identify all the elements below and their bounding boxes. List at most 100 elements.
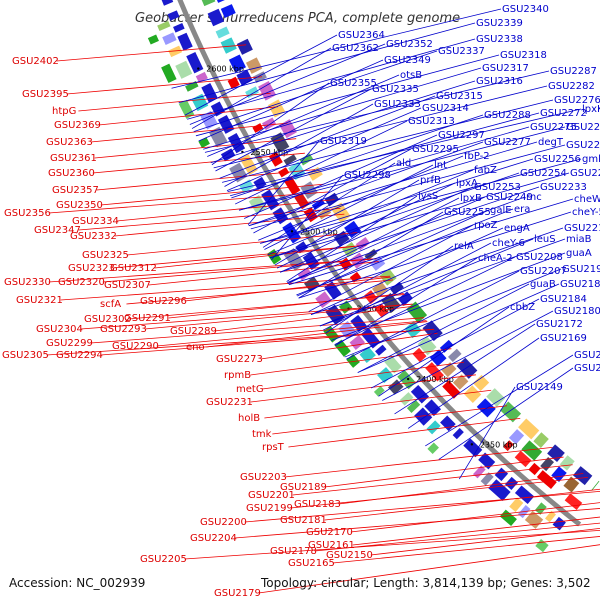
gene-feature bbox=[268, 151, 283, 167]
gene-feature bbox=[355, 237, 370, 251]
leader-line-right bbox=[438, 367, 574, 460]
gene-label-left: GSU2360 bbox=[48, 168, 95, 179]
gene-label-right: GSU2235 bbox=[570, 168, 600, 179]
gene-feature bbox=[534, 502, 547, 515]
gene-label-left: htpG bbox=[52, 106, 76, 117]
gene-feature bbox=[270, 132, 290, 153]
gene-label-right: fbP-2 bbox=[464, 151, 490, 162]
gene-feature bbox=[503, 440, 514, 452]
gene-label-right: GSU2339 bbox=[476, 18, 523, 29]
gene-label-left: GSU2363 bbox=[46, 137, 93, 148]
gene-label-right: GSU2254 bbox=[520, 168, 567, 179]
leader-line-left bbox=[156, 320, 427, 347]
leader-line-right bbox=[325, 245, 454, 334]
leader-line-left bbox=[350, 502, 600, 533]
gene-feature bbox=[360, 327, 381, 349]
gene-label-left: GSU2179 bbox=[214, 588, 261, 599]
gene-feature bbox=[441, 362, 457, 378]
gene-feature bbox=[369, 255, 386, 271]
gene-feature bbox=[427, 442, 439, 455]
gene-label-right: GSU2277 bbox=[484, 137, 531, 148]
gene-label-left: GSU2294 bbox=[56, 350, 103, 361]
gene-feature bbox=[551, 466, 567, 483]
gene-label-right: GSU2297 bbox=[438, 130, 485, 141]
gene-label-right: engA bbox=[504, 223, 530, 234]
kbp-tick-mark bbox=[197, 67, 200, 70]
leader-line-left bbox=[92, 152, 305, 174]
leader-line-right bbox=[458, 386, 516, 480]
gene-feature bbox=[217, 115, 235, 134]
gene-label-right: rpoZ bbox=[474, 220, 498, 231]
leader-line-left bbox=[94, 138, 297, 159]
leader-line-right bbox=[184, 34, 338, 116]
gene-feature bbox=[406, 399, 421, 413]
leader-line-left bbox=[116, 199, 335, 222]
leader-line-right bbox=[394, 323, 536, 415]
gene-feature bbox=[177, 32, 193, 51]
leader-line-left bbox=[90, 122, 288, 143]
gene-label-right: galE bbox=[490, 205, 512, 216]
leader-line-left bbox=[148, 261, 379, 286]
gene-feature bbox=[258, 81, 277, 101]
leader-line-right bbox=[210, 80, 476, 164]
gene-label-right: GSU2207 bbox=[520, 266, 567, 277]
gene-feature bbox=[452, 428, 464, 440]
gene-feature bbox=[440, 415, 456, 432]
leader-line-right bbox=[287, 197, 460, 285]
leader-line-right bbox=[357, 283, 560, 373]
gene-feature bbox=[390, 281, 404, 295]
leader-line-right bbox=[234, 120, 408, 205]
gene-label-right: GSU2169 bbox=[540, 333, 587, 344]
leader-line-right bbox=[407, 337, 540, 429]
gene-label-right: ald bbox=[396, 158, 411, 169]
gene-label-right: prfB bbox=[420, 175, 441, 186]
leader-line-right bbox=[203, 67, 482, 150]
gene-feature bbox=[208, 126, 228, 148]
gene-feature bbox=[414, 407, 433, 426]
gene-feature bbox=[228, 54, 246, 73]
gene-feature bbox=[284, 176, 301, 196]
leader-line-left bbox=[264, 389, 492, 419]
gene-feature bbox=[424, 399, 442, 417]
gene-feature bbox=[514, 485, 535, 505]
leader-line-right bbox=[271, 174, 344, 261]
leader-line-left bbox=[66, 76, 263, 95]
gene-feature bbox=[417, 336, 437, 356]
leader-line-right bbox=[287, 196, 486, 283]
kbp-tick-mark bbox=[470, 443, 474, 446]
kbp-tick-label: 2350 kbp bbox=[480, 440, 518, 449]
gene-feature bbox=[376, 367, 394, 384]
leader-line-left bbox=[46, 328, 435, 356]
gene-label-right: GSU2143 bbox=[574, 363, 600, 374]
gene-label-right: GSU2149 bbox=[516, 382, 563, 393]
gene-label-right: GSU2256 bbox=[534, 154, 581, 165]
gene-feature bbox=[486, 388, 506, 407]
gene-feature bbox=[559, 455, 575, 471]
leader-line-right bbox=[189, 43, 386, 125]
gene-feature bbox=[236, 38, 253, 55]
leader-line-left bbox=[332, 536, 600, 564]
leader-line-left bbox=[98, 106, 279, 126]
gene-label-right: GSU2208 bbox=[516, 252, 563, 263]
leader-line-right bbox=[331, 252, 566, 341]
gene-label-right: miaB bbox=[566, 234, 592, 245]
gene-feature bbox=[372, 281, 388, 298]
gene-feature bbox=[373, 385, 385, 397]
gene-feature bbox=[201, 83, 218, 103]
gene-label-left: GSU2290 bbox=[112, 341, 159, 352]
leader-line-right bbox=[322, 242, 492, 331]
gene-label-right: GSU2319 bbox=[320, 136, 367, 147]
leader-line-left bbox=[56, 44, 247, 62]
gene-feature bbox=[185, 81, 199, 92]
gene-label-left: tmk bbox=[252, 429, 272, 440]
gene-label-right: cheY-6 bbox=[492, 238, 525, 249]
leader-line-left bbox=[284, 446, 553, 478]
leader-line-right bbox=[171, 8, 502, 89]
left-gene-labels: GSU2402GSU2395htpGGSU2369GSU2363GSU2361G… bbox=[2, 44, 600, 599]
gene-label-left: GSU2296 bbox=[140, 296, 187, 307]
gene-feature bbox=[302, 251, 320, 271]
gene-label-left: GSU2205 bbox=[140, 554, 187, 565]
gene-label-right: GSU2315 bbox=[436, 91, 483, 102]
leader-line-right bbox=[335, 257, 478, 347]
gene-label-right: GSU2340 bbox=[502, 4, 549, 15]
